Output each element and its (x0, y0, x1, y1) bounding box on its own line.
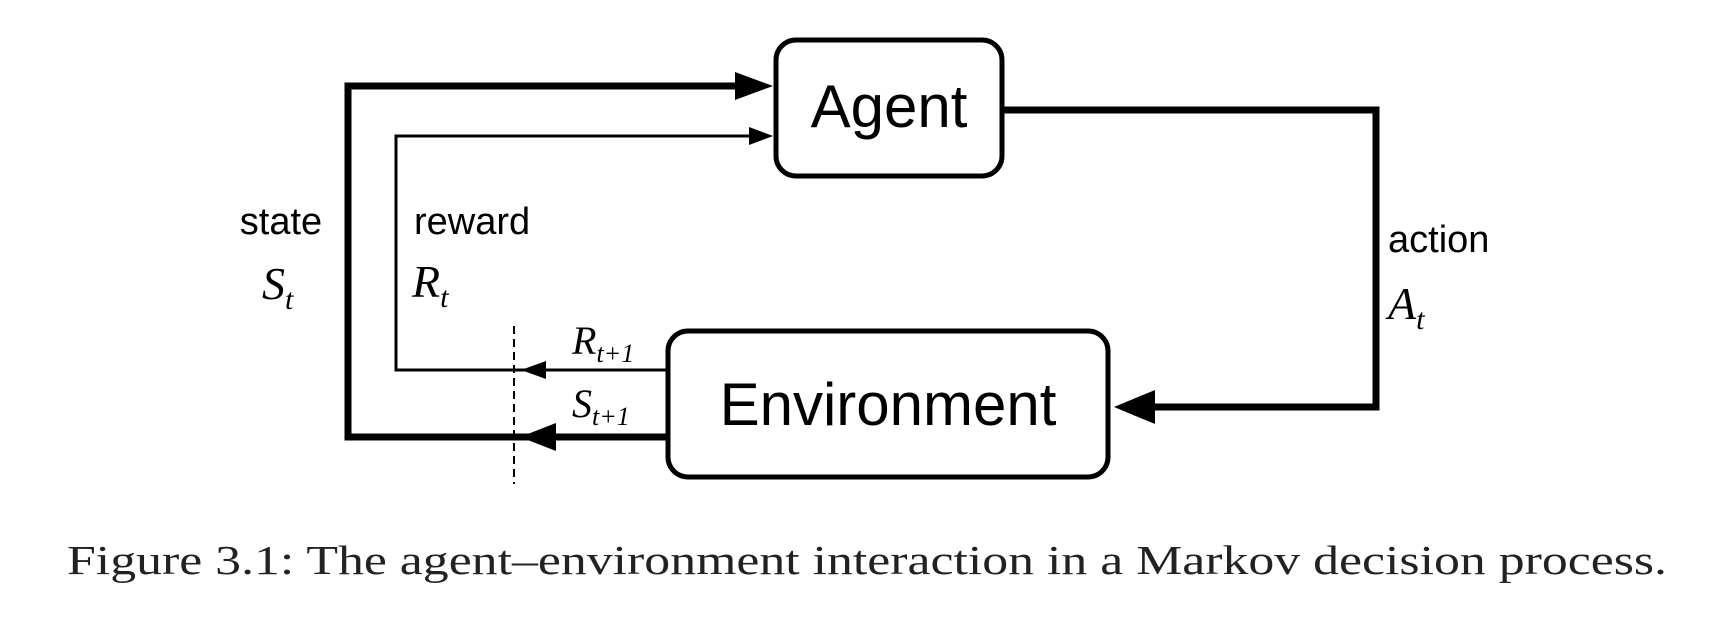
state-symbol: St (262, 258, 294, 316)
next-reward-label: Rt+1 (571, 318, 634, 368)
next-reward-symbol: Rt+1 (571, 318, 634, 368)
reward-arrowhead (749, 127, 773, 145)
reward-symbol: Rt (411, 256, 449, 314)
action-word: action (1388, 219, 1489, 261)
next-state-symbol: St+1 (572, 381, 630, 431)
state-label: state St (240, 201, 322, 316)
action-arrowhead (1114, 390, 1155, 424)
action-symbol: At (1385, 278, 1425, 336)
environment-box (665, 328, 1111, 480)
next-state-arrowhead (520, 423, 556, 451)
reward-arrow (394, 127, 773, 379)
next-state-label: St+1 (572, 381, 630, 431)
action-arrow (1002, 106, 1380, 424)
next-reward-arrowhead (521, 361, 546, 379)
state-arrowhead (735, 72, 773, 100)
environment-label: Environment (720, 371, 1057, 438)
state-word: state (240, 201, 322, 243)
reward-word: reward (414, 201, 530, 243)
environment-node: Environment (665, 328, 1111, 480)
agent-label: Agent (811, 73, 968, 140)
reward-label: reward Rt (411, 201, 530, 314)
figure-caption: Figure 3.1: The agent–environment intera… (67, 537, 1667, 583)
state-arrow (344, 72, 773, 451)
agent-node: Agent (773, 37, 1005, 179)
action-label: action At (1385, 219, 1489, 336)
